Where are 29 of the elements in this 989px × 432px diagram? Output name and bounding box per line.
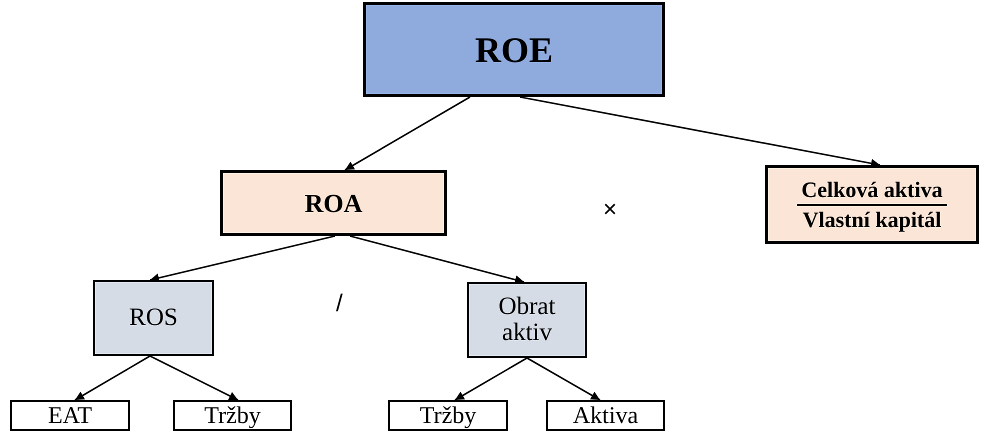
node-label: ROS: [128, 304, 179, 332]
node-label: ROA: [304, 188, 362, 220]
node-label: Tržby: [204, 404, 261, 428]
node-label: Obrat aktiv: [498, 294, 556, 346]
arrow: [74, 355, 150, 401]
arrow: [520, 96, 880, 168]
arrow: [526, 357, 600, 401]
arrow: [150, 235, 336, 282]
metric-box: [467, 282, 587, 358]
node-label: Aktiva: [572, 404, 638, 428]
metric-box: [363, 2, 665, 97]
fraction-box: [765, 165, 979, 244]
arrow: [344, 96, 470, 171]
denominator: Vlastní kapitál: [802, 206, 942, 233]
metric-box: [173, 400, 292, 431]
metric-box: [546, 400, 665, 431]
metric-box: [10, 400, 130, 431]
metric-box: [388, 400, 508, 431]
metric-box: [93, 280, 214, 356]
node-label: EAT: [48, 404, 92, 428]
operator-symbol: /: [336, 289, 343, 319]
arrow: [350, 235, 524, 284]
node-label: ROE: [474, 28, 553, 72]
metric-box: [220, 170, 447, 236]
arrow: [454, 357, 528, 401]
operator-symbol: ×: [603, 195, 618, 225]
arrow: [150, 355, 238, 401]
node-label: Tržby: [420, 404, 476, 428]
numerator: Celková aktiva: [797, 176, 947, 206]
